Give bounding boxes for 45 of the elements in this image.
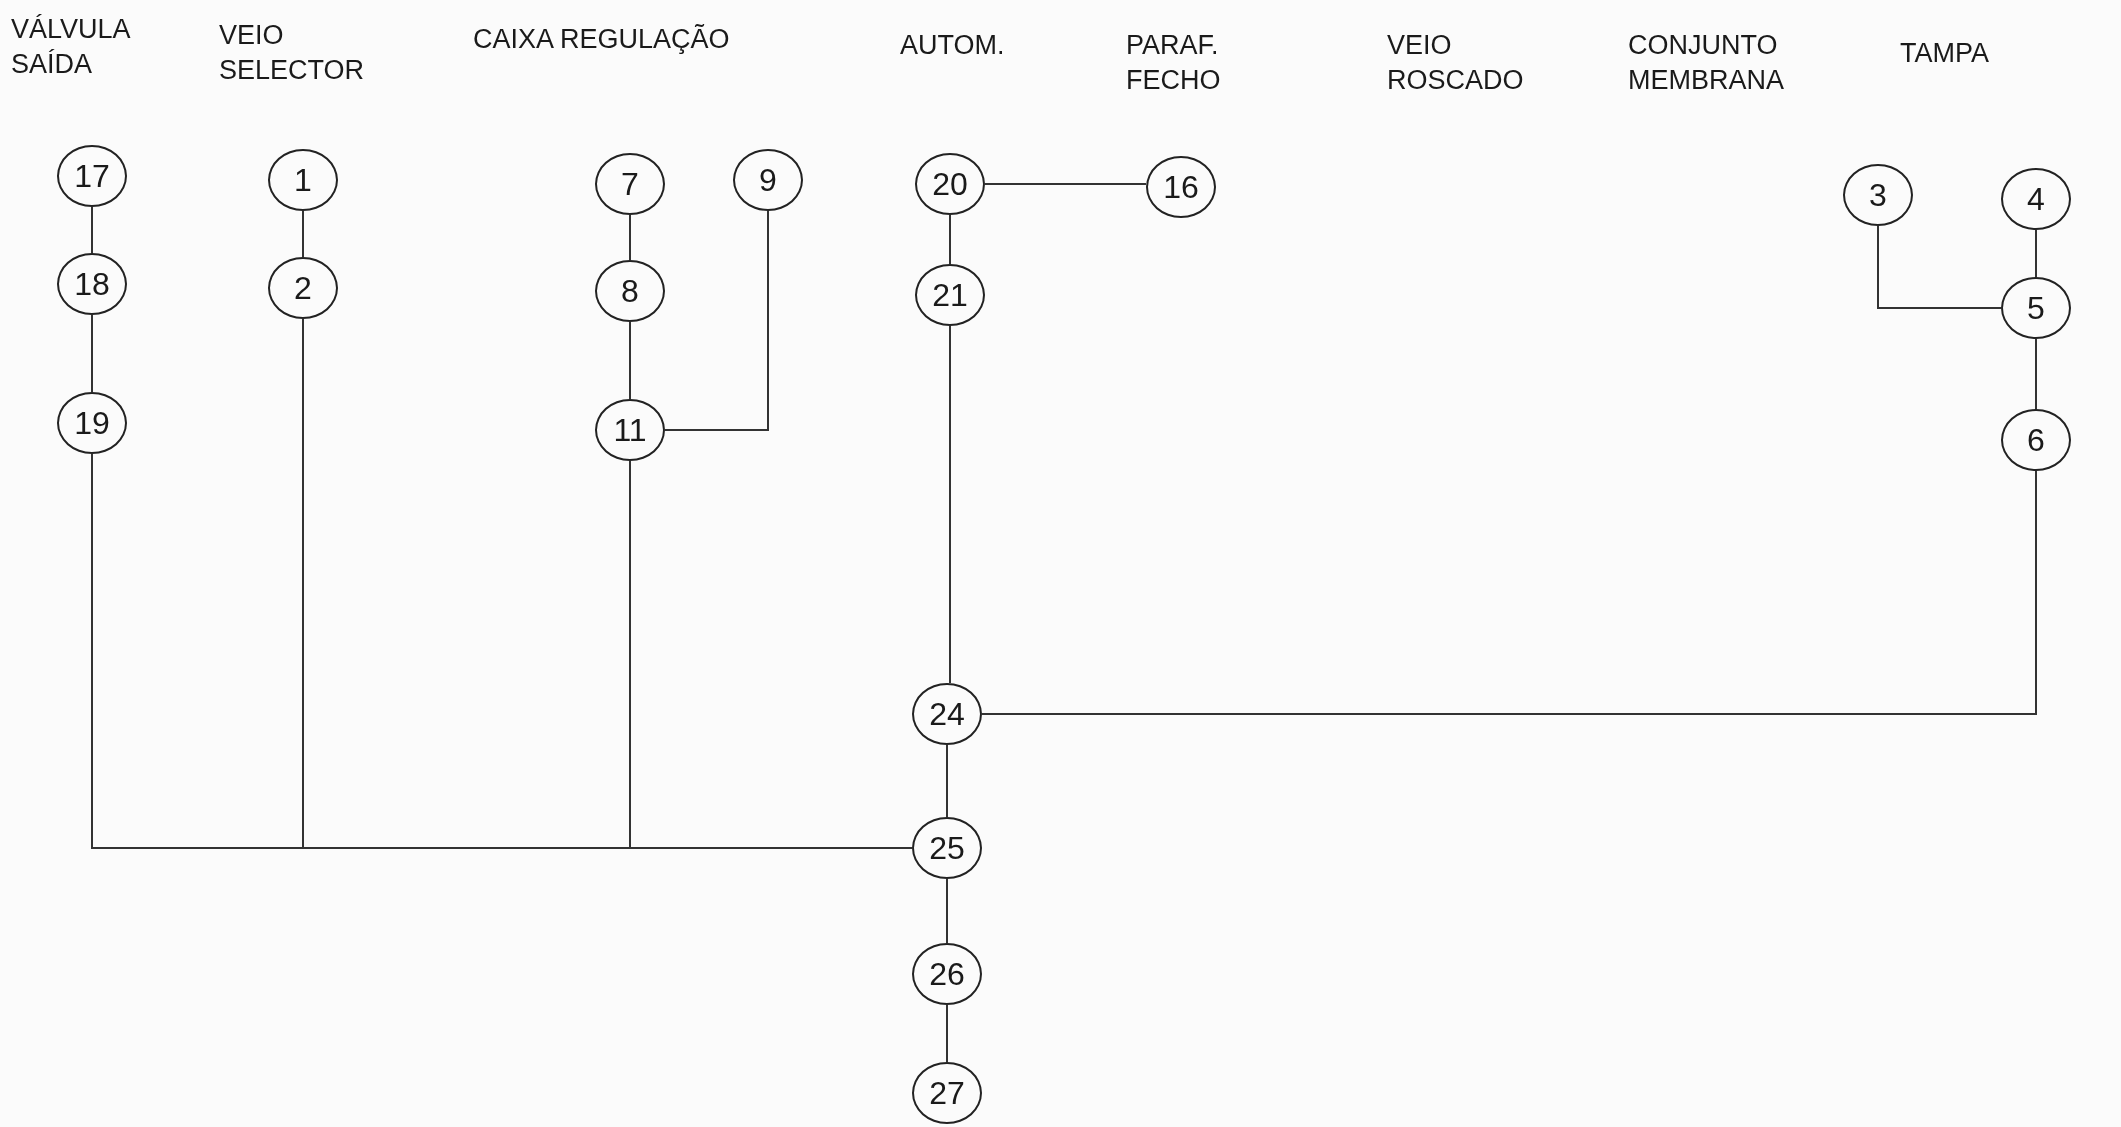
connector-line bbox=[664, 210, 769, 431]
part-number-circle: 24 bbox=[912, 683, 982, 745]
part-number-circle: 8 bbox=[595, 260, 665, 322]
part-number-circle: 27 bbox=[912, 1062, 982, 1124]
part-number-circle: 17 bbox=[57, 145, 127, 207]
part-number-circle: 9 bbox=[733, 149, 803, 211]
connector-line bbox=[1877, 225, 2002, 309]
assembly-heading: VEIO ROSCADO bbox=[1387, 29, 1524, 98]
assembly-heading: CONJUNTO MEMBRANA bbox=[1628, 29, 1784, 98]
assembly-heading: CAIXA REGULAÇÃO bbox=[473, 23, 730, 56]
part-number-circle: 26 bbox=[912, 943, 982, 1005]
connector-line bbox=[949, 325, 951, 684]
assembly-heading: TAMPA bbox=[1900, 37, 1989, 70]
connector-line bbox=[2035, 229, 2037, 278]
connector-line bbox=[984, 183, 1147, 185]
connector-line bbox=[946, 744, 948, 818]
assembly-heading: PARAF. FECHO bbox=[1126, 29, 1221, 98]
part-number-circle: 7 bbox=[595, 153, 665, 215]
connector-line bbox=[981, 470, 2037, 715]
part-number-circle: 21 bbox=[915, 264, 985, 326]
part-number-circle: 19 bbox=[57, 392, 127, 454]
part-number-circle: 20 bbox=[915, 153, 985, 215]
part-number-circle: 6 bbox=[2001, 409, 2071, 471]
part-number-circle: 1 bbox=[268, 149, 338, 211]
part-number-circle: 25 bbox=[912, 817, 982, 879]
connector-line bbox=[91, 206, 93, 254]
connector-line bbox=[629, 214, 631, 261]
part-number-circle: 18 bbox=[57, 253, 127, 315]
part-number-circle: 2 bbox=[268, 257, 338, 319]
assembly-heading: VEIO SELECTOR bbox=[219, 19, 365, 88]
connector-line bbox=[91, 314, 93, 393]
connector-line bbox=[946, 1004, 948, 1063]
connector-line bbox=[302, 210, 304, 258]
part-number-circle: 16 bbox=[1146, 156, 1216, 218]
part-number-circle: 5 bbox=[2001, 277, 2071, 339]
connector-line bbox=[946, 878, 948, 944]
connector-line bbox=[629, 460, 913, 849]
part-number-circle: 11 bbox=[595, 399, 665, 461]
assembly-heading: VÁLVULA SAÍDA bbox=[11, 13, 130, 82]
part-number-circle: 3 bbox=[1843, 164, 1913, 226]
connector-line bbox=[629, 321, 631, 400]
part-number-circle: 4 bbox=[2001, 168, 2071, 230]
connector-line bbox=[2035, 338, 2037, 410]
connector-line bbox=[949, 214, 951, 265]
assembly-heading: AUTOM. bbox=[900, 29, 1005, 62]
